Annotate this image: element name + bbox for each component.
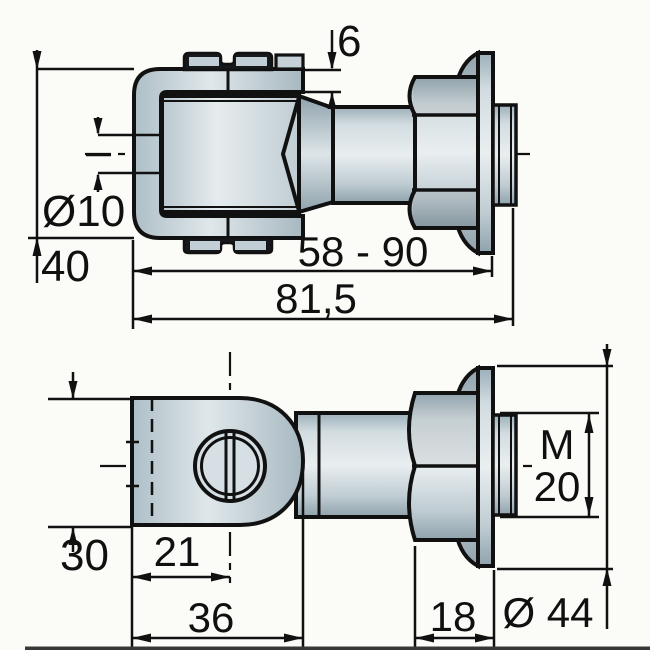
arrow-o10-top bbox=[93, 118, 103, 135]
dim-label-21: 21 bbox=[154, 528, 201, 575]
arrow-o10-bottom bbox=[93, 173, 103, 190]
arrow-40-top bbox=[32, 51, 42, 70]
bolt-stub-top bbox=[491, 103, 518, 207]
dim-eye-length bbox=[132, 473, 305, 650]
arrow-5890-right bbox=[473, 266, 492, 276]
dim-label-m: M bbox=[540, 421, 575, 468]
washer-rim-top bbox=[476, 51, 495, 255]
arrow-18-right bbox=[475, 633, 494, 643]
arrow-o44-top bbox=[602, 349, 612, 367]
hinge-body bbox=[160, 94, 301, 214]
dim-plate-width bbox=[48, 372, 133, 552]
nut-facet-shade-bottom bbox=[413, 192, 478, 227]
dim-label-o10: Ø10 bbox=[42, 187, 125, 236]
arrow-30-bottom bbox=[68, 527, 78, 545]
dim-flange-thickness bbox=[305, 30, 341, 108]
arrow-o44-bottom bbox=[602, 568, 612, 586]
arrow-21-right bbox=[211, 572, 230, 582]
top-view: 40 Ø10 6 58 - 90 bbox=[28, 17, 530, 329]
clamp-bottom-face-left bbox=[190, 241, 220, 250]
arrow-21-left bbox=[132, 572, 151, 582]
arrow-815-left bbox=[133, 314, 152, 324]
eye-hole-outer bbox=[193, 429, 267, 503]
bolt-taper bbox=[297, 93, 335, 215]
bottom-view: 30 21 36 18 bbox=[48, 344, 613, 650]
arrow-30-top bbox=[68, 381, 78, 399]
dim-label-40: 40 bbox=[41, 242, 90, 291]
arrow-18-left bbox=[415, 633, 434, 643]
dim-label-815: 81,5 bbox=[275, 275, 357, 322]
arrow-40-bottom bbox=[32, 237, 42, 256]
clamp-top-face-left bbox=[189, 57, 219, 66]
dim-label-5890: 58 - 90 bbox=[298, 228, 429, 275]
arrow-5890-left bbox=[133, 266, 152, 276]
bolt-stub-bottom bbox=[491, 413, 518, 517]
arrow-m20-top bbox=[584, 414, 594, 433]
dim-label-18: 18 bbox=[430, 593, 477, 640]
washer-rim-bottom bbox=[476, 366, 495, 568]
dim-overall-length bbox=[133, 208, 515, 326]
threaded-rod-bottom bbox=[294, 411, 417, 519]
arrow-m20-bottom bbox=[584, 497, 594, 516]
dim-label-6: 6 bbox=[337, 17, 361, 66]
arrow-6-top bbox=[327, 52, 337, 70]
clamp-bottom-face-right bbox=[235, 241, 266, 250]
dim-label-o44: Ø 44 bbox=[502, 589, 593, 636]
nut-facet-shade-top bbox=[413, 79, 478, 115]
bottom-edge-bar bbox=[25, 646, 650, 650]
dim-adjust-range bbox=[131, 240, 494, 329]
arrow-36-left bbox=[132, 633, 151, 643]
eye-hole-inner bbox=[200, 436, 260, 496]
arrow-6-bottom bbox=[327, 92, 337, 109]
threaded-rod-top bbox=[331, 105, 417, 205]
arrow-36-right bbox=[284, 633, 303, 643]
dim-label-36: 36 bbox=[188, 594, 235, 641]
clamp-top-face-right bbox=[236, 57, 267, 66]
arrow-815-right bbox=[494, 314, 513, 324]
bolt-cone-tip bbox=[280, 96, 301, 212]
dim-label-20: 20 bbox=[534, 463, 581, 510]
flange-end-tab bbox=[274, 53, 305, 71]
dim-label-30: 30 bbox=[60, 531, 109, 580]
nut2-facet-shade bbox=[412, 395, 478, 464]
